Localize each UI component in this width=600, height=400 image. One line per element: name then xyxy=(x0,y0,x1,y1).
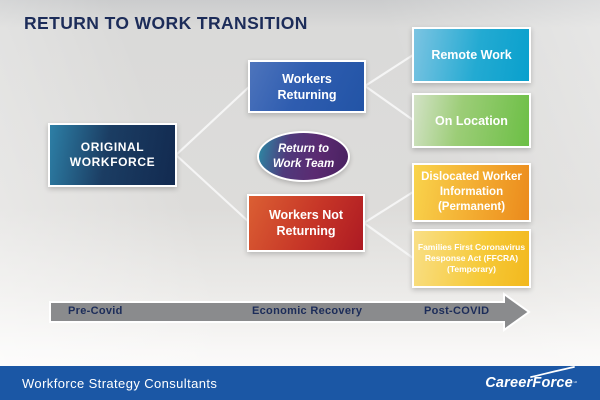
footer-company-name: Workforce Strategy Consultants xyxy=(22,375,218,391)
logo-service-mark: ℠ xyxy=(572,381,578,387)
connector-line xyxy=(363,222,414,259)
node-remote-work: Remote Work xyxy=(412,27,531,83)
logo-wordmark: CareerForce xyxy=(485,375,573,391)
timeline-label-pre-covid: Pre-Covid xyxy=(68,305,123,317)
connector-line xyxy=(363,191,414,224)
timeline-label-post-covid: Post-COVID xyxy=(424,305,490,317)
connector-line xyxy=(175,85,251,156)
careerforce-logo: CareerForce ℠ xyxy=(485,366,578,391)
node-label: Workers Not Returning xyxy=(268,208,344,238)
connector-line xyxy=(175,154,251,224)
node-label: Workers Returning xyxy=(277,71,337,102)
node-dislocated-worker-information: Dislocated Worker Information (Permanent… xyxy=(412,163,531,222)
node-label: Remote Work xyxy=(431,48,512,62)
page-title: RETURN TO WORK TRANSITION xyxy=(24,13,308,33)
node-workers-not-returning: Workers Not Returning xyxy=(247,194,365,252)
connector-lines xyxy=(175,54,414,259)
node-label: Return to Work Team xyxy=(272,142,335,170)
node-ffcra: Families First Coronavirus Response Act … xyxy=(412,229,531,288)
node-label: On Location xyxy=(435,113,508,128)
timeline-arrow xyxy=(49,292,531,332)
node-workers-returning: Workers Returning xyxy=(248,60,366,113)
timeline-label-economic-recovery: Economic Recovery xyxy=(252,305,363,317)
footer-bar: Workforce Strategy Consultants CareerFor… xyxy=(0,366,600,400)
node-label: ORIGINAL WORKFORCE xyxy=(69,139,156,169)
logo-swoosh-icon xyxy=(530,366,575,378)
node-return-to-work-team: Return to Work Team xyxy=(257,131,350,182)
node-original-workforce: ORIGINAL WORKFORCE xyxy=(48,123,177,187)
node-on-location: On Location xyxy=(412,93,531,148)
node-label: Families First Coronavirus Response Act … xyxy=(417,242,526,274)
connector-line xyxy=(364,54,414,87)
connector-line xyxy=(364,85,414,121)
node-label: Dislocated Worker Information (Permanent… xyxy=(421,171,522,213)
